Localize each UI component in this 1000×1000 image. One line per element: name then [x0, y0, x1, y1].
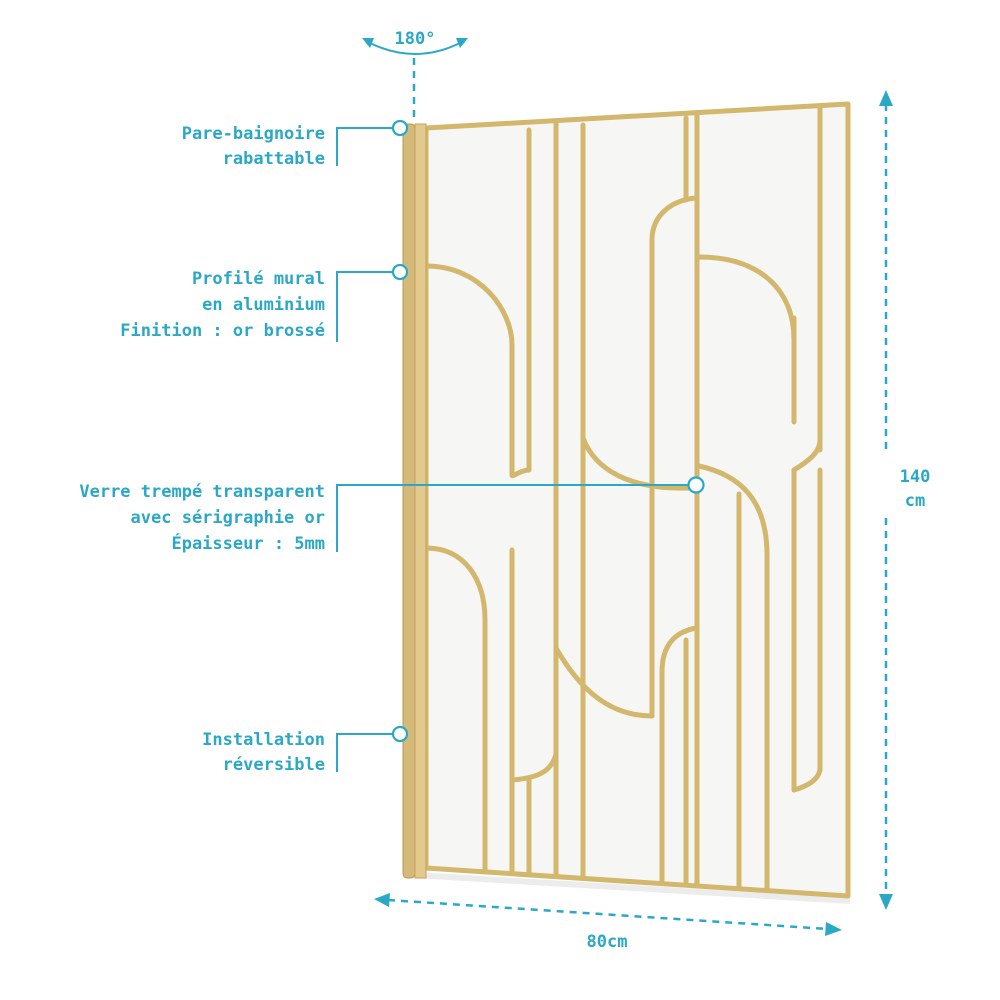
- rotation-arrow-right-icon: [456, 38, 468, 48]
- pattern-curve: [509, 751, 559, 783]
- wall-profile: [402, 123, 416, 879]
- callout-text: rabattable: [223, 149, 325, 169]
- pattern-curve: [791, 437, 823, 473]
- arrow-down-icon: [879, 894, 893, 910]
- gold-serigraphy-pattern: [426, 105, 823, 893]
- pattern-curve: [580, 435, 693, 491]
- rotation-label: 180°: [395, 29, 436, 49]
- callout-marker-icon: [391, 725, 409, 743]
- floor-shadow: [415, 872, 850, 904]
- arrow-up-icon: [879, 90, 893, 106]
- glass-panel: [423, 101, 851, 899]
- callout-marker-icon: [687, 476, 705, 494]
- pattern-arch: [426, 545, 488, 875]
- leader-line: [336, 271, 400, 342]
- rotation-arrow-left-icon: [362, 38, 374, 48]
- callout-text: avec sérigraphie or: [131, 508, 325, 528]
- callout-verre-trempe: Verre trempé transparent avec sérigraphi…: [79, 476, 705, 554]
- rotation-arc: [367, 41, 463, 55]
- height-dimension: 140 cm: [879, 90, 930, 910]
- width-dimension: 80cm: [374, 893, 842, 952]
- pattern-arch: [696, 254, 797, 343]
- callout-text: réversible: [223, 755, 325, 775]
- pattern-curve: [553, 645, 655, 719]
- height-value: 140: [900, 467, 931, 487]
- callout-installation: Installation réversible: [202, 725, 409, 775]
- leader-line: [336, 484, 696, 552]
- callout-text: Pare-baignoire: [182, 124, 325, 144]
- callout-marker-icon: [391, 263, 409, 281]
- callout-text: Épaisseur : 5mm: [171, 532, 325, 554]
- arrow-left-icon: [374, 893, 390, 907]
- callout-text: Profilé mural: [192, 269, 325, 289]
- pattern-arch: [696, 463, 770, 893]
- callout-profile-mural: Profilé mural en aluminium Finition : or…: [120, 263, 409, 342]
- callout-pare-baignoire: Pare-baignoire rabattable: [182, 119, 409, 169]
- pattern-arch: [649, 195, 699, 451]
- callout-text: en aluminium: [202, 295, 325, 315]
- pattern-arch: [426, 263, 532, 479]
- width-label: 80cm: [587, 932, 628, 952]
- callout-text: Verre trempé transparent: [79, 482, 325, 502]
- pattern-arch: [659, 625, 699, 883]
- pattern-curve: [791, 767, 823, 793]
- height-unit: cm: [905, 491, 925, 511]
- dimension-line: [387, 898, 829, 931]
- leader-line: [336, 127, 400, 166]
- callout-marker-icon: [391, 119, 409, 137]
- hinge-profile: [414, 123, 427, 879]
- callout-text: Finition : or brossé: [120, 321, 325, 341]
- callout-text: Installation: [202, 730, 325, 750]
- arrow-right-icon: [825, 922, 842, 936]
- leader-line: [336, 733, 400, 772]
